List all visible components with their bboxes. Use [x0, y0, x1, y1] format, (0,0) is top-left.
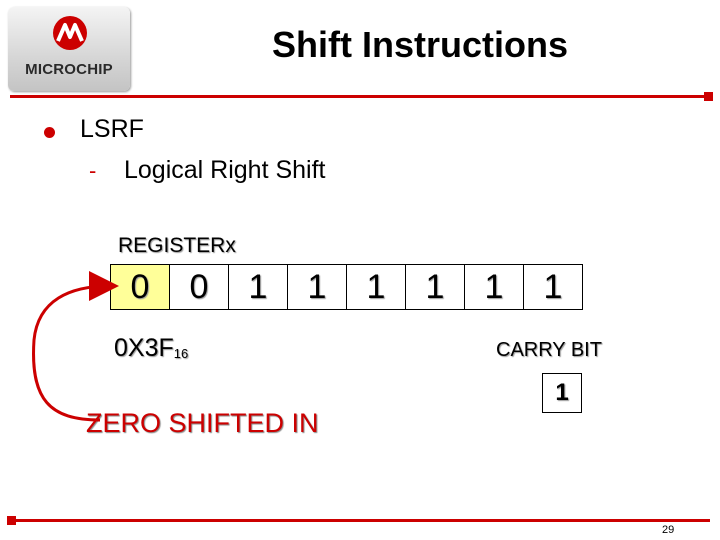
hex-value: 0X3F16 [114, 334, 188, 363]
logo-text: MICROCHIP [25, 61, 113, 78]
carry-bit-value: 1 [542, 373, 582, 413]
microchip-logo-icon [53, 16, 87, 50]
register-bit-6: 0 [170, 264, 229, 310]
zero-shifted-in-label: ZERO SHIFTED IN [86, 408, 319, 438]
microchip-logo: MICROCHIP [8, 7, 130, 91]
sub-bullet-text: Logical Right Shift [124, 156, 326, 184]
register-bit-5: 1 [229, 264, 288, 310]
bullet-dot [44, 127, 55, 138]
register-bit-1: 1 [465, 264, 524, 310]
carry-bit-label: CARRY BIT [496, 339, 602, 361]
top-divider-end [704, 92, 713, 101]
bottom-divider [10, 519, 710, 522]
bullet-lsrf: LSRF [80, 115, 144, 143]
hex-base: 16 [173, 346, 189, 361]
register-label: REGISTERx [118, 234, 236, 257]
register-bit-2: 1 [406, 264, 465, 310]
register-bit-7: 0 [110, 264, 170, 310]
sub-bullet-dash: - [89, 158, 97, 183]
register-bit-4: 1 [288, 264, 347, 310]
top-divider [10, 95, 710, 98]
register-bit-0: 1 [524, 264, 583, 310]
register-bits: 0 0 1 1 1 1 1 1 [110, 264, 590, 310]
page-number: 29 [662, 524, 675, 536]
hex-digits: 0X3F [114, 334, 174, 362]
register-bit-3: 1 [347, 264, 406, 310]
slide-title: Shift Instructions [272, 24, 568, 65]
bottom-divider-end [7, 516, 16, 525]
